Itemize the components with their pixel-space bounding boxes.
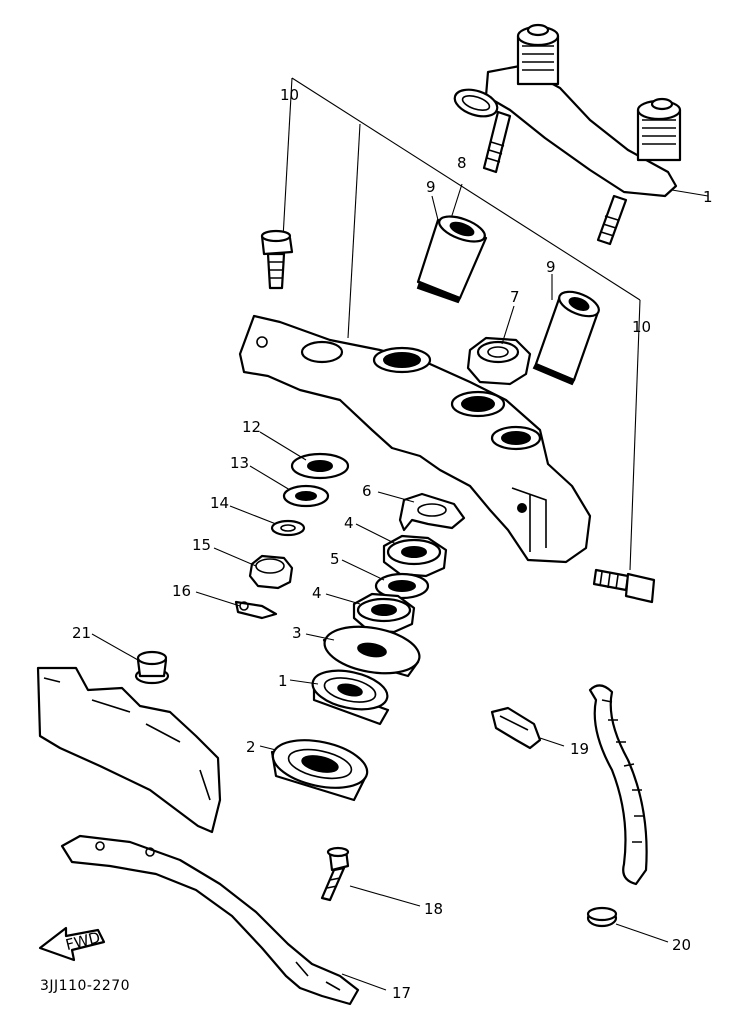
callout-17: 17	[392, 984, 411, 1002]
bushing-part-right	[532, 290, 600, 386]
callout-labels: 1 10 8 9 9 7 10 12 13 14 15 16 6 4 5 4 3…	[72, 86, 713, 1002]
callout-6: 6	[362, 482, 372, 500]
callout-4-upper: 4	[344, 514, 354, 532]
grommet-part-20	[586, 906, 618, 928]
callout-20: 20	[672, 936, 691, 954]
washer-part-13	[282, 484, 330, 508]
callout-leader-lines	[91, 195, 669, 991]
washer-part-12	[290, 452, 350, 480]
callout-9-left: 9	[426, 178, 436, 196]
diagram-code: 3JJ110-2270	[40, 978, 130, 994]
nut-part-7	[466, 336, 532, 386]
washer-part-14	[270, 519, 306, 537]
nut-part-15	[248, 554, 294, 590]
callout-3: 3	[292, 624, 302, 642]
callout-10-right: 10	[632, 318, 651, 336]
bearing-cover-part-3	[322, 625, 421, 678]
callout-14: 14	[210, 494, 229, 512]
grommet-part-21	[134, 650, 170, 685]
ring-nut-part-4-lower	[352, 592, 416, 634]
callout-8: 8	[457, 154, 467, 172]
bolt-part-left	[260, 229, 294, 290]
callout-9-right: 9	[546, 258, 556, 276]
bolt-part-18	[320, 846, 350, 902]
cover-panel-part	[36, 666, 222, 834]
handlebar-holder-part	[453, 23, 709, 246]
callout-12: 12	[242, 418, 261, 436]
callout-4-lower: 4	[312, 584, 322, 602]
callout-5: 5	[330, 550, 340, 568]
cotter-pin-part-16	[234, 600, 278, 620]
fwd-arrow-label: FWD	[64, 928, 102, 954]
callout-1-upper: 1	[703, 188, 713, 206]
upper-bracket-part	[238, 314, 592, 564]
callout-19: 19	[570, 740, 589, 758]
callout-15: 15	[192, 536, 211, 554]
callout-21: 21	[72, 624, 91, 642]
callout-7: 7	[510, 288, 520, 306]
callout-16: 16	[172, 582, 191, 600]
clamp-part-19	[490, 706, 542, 750]
handle-cover-part-17	[60, 834, 360, 1006]
lock-washer-part-6	[398, 492, 466, 532]
callout-18: 18	[424, 900, 443, 918]
callout-13: 13	[230, 454, 249, 472]
bushing-part-left	[416, 215, 488, 304]
forward-arrow-icon: FWD	[38, 926, 106, 962]
bolt-part-right	[592, 568, 656, 604]
callout-1-lower: 1	[278, 672, 288, 690]
washer-part-5	[374, 572, 430, 600]
callout-2: 2	[246, 738, 256, 756]
bearing-part-1-lower	[311, 669, 390, 726]
callout-10-left: 10	[280, 86, 299, 104]
cable-part	[588, 684, 648, 886]
ring-nut-part-4-upper	[382, 534, 448, 578]
group-bracket-lines	[282, 77, 641, 571]
bearing-part-2	[270, 739, 369, 802]
